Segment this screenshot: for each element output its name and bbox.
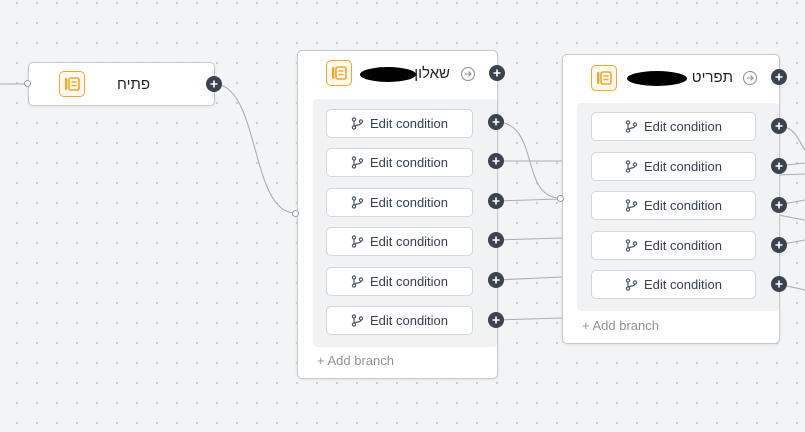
plus-icon [493, 69, 501, 77]
arrow-right-circle-icon[interactable] [743, 71, 757, 85]
plus-icon [492, 118, 500, 126]
plus-icon [492, 316, 500, 324]
condition-label: Edit condition [369, 195, 449, 210]
branch-icon [625, 239, 638, 252]
branch-connector-button[interactable] [488, 272, 504, 288]
questionnaire-input-port[interactable] [292, 210, 299, 217]
branch-connector-button[interactable] [771, 276, 787, 292]
node-title: תפריט [691, 69, 733, 86]
edit-condition-button[interactable]: Edit condition [591, 112, 756, 141]
plus-icon [775, 73, 783, 81]
condition-label: Edit condition [643, 238, 723, 253]
menu-add-connection-button[interactable] [771, 69, 787, 85]
questionnaire-node[interactable]: שאלון Edit condition Edit condition Edit… [297, 50, 498, 379]
edit-condition-button[interactable]: Edit condition [326, 148, 473, 177]
branch-connector-button[interactable] [488, 232, 504, 248]
menu-input-port[interactable] [557, 195, 564, 202]
wire-q6-to-menu [495, 317, 563, 321]
branch-icon [625, 278, 638, 291]
form-icon [326, 60, 352, 86]
condition-label: Edit condition [369, 274, 449, 289]
branch-icon [625, 120, 638, 133]
form-icon [59, 71, 85, 97]
branch-connector-button[interactable] [488, 153, 504, 169]
edit-condition-button[interactable]: Edit condition [326, 188, 473, 217]
branch-icon [625, 160, 638, 173]
plus-icon [775, 280, 783, 288]
branch-icon [351, 196, 364, 209]
edit-condition-button[interactable]: Edit condition [326, 109, 473, 138]
plus-icon [492, 157, 500, 165]
branch-connector-button[interactable] [488, 312, 504, 328]
condition-label: Edit condition [369, 116, 449, 131]
edit-condition-button[interactable]: Edit condition [326, 267, 473, 296]
edit-condition-button[interactable]: Edit condition [591, 152, 756, 181]
wire-q4-to-menu [495, 237, 563, 241]
branch-connector-button[interactable] [771, 158, 787, 174]
plus-icon [775, 241, 783, 249]
add-branch-button[interactable]: + Add branch [317, 353, 394, 368]
redacted-area [360, 67, 416, 82]
branch-icon [351, 156, 364, 169]
branch-icon [351, 117, 364, 130]
edit-condition-button[interactable]: Edit condition [591, 270, 756, 299]
node-title: שאלון [414, 65, 450, 82]
wire-start-to-questionnaire [213, 83, 296, 214]
plus-icon [492, 236, 500, 244]
start-input-port[interactable] [24, 80, 31, 87]
branch-icon [625, 199, 638, 212]
condition-label: Edit condition [643, 198, 723, 213]
edit-condition-button[interactable]: Edit condition [326, 227, 473, 256]
edit-condition-button[interactable]: Edit condition [591, 231, 756, 260]
plus-icon [492, 197, 500, 205]
condition-label: Edit condition [643, 277, 723, 292]
plus-icon [775, 162, 783, 170]
start-add-connection-button[interactable] [206, 76, 222, 92]
wire-q3-to-menu [495, 198, 561, 202]
branch-icon [351, 235, 364, 248]
node-title: פתיח [117, 76, 150, 93]
wire-extra-out-2 [777, 214, 805, 221]
wire-q1-to-menu [495, 121, 561, 199]
branch-connector-button[interactable] [488, 193, 504, 209]
condition-label: Edit condition [643, 119, 723, 134]
edit-condition-button[interactable]: Edit condition [326, 306, 473, 335]
condition-label: Edit condition [369, 155, 449, 170]
form-icon [591, 65, 617, 91]
wire-extra-out-1 [777, 173, 805, 176]
condition-label: Edit condition [643, 159, 723, 174]
branch-connector-button[interactable] [488, 114, 504, 130]
branch-connector-button[interactable] [771, 237, 787, 253]
menu-node[interactable]: תפריט Edit condition Edit condition Edit… [562, 54, 780, 344]
plus-icon [492, 276, 500, 284]
plus-icon [775, 122, 783, 130]
condition-label: Edit condition [369, 234, 449, 249]
condition-label: Edit condition [369, 313, 449, 328]
branch-list: Edit condition Edit condition Edit condi… [577, 103, 779, 311]
redacted-area [627, 71, 687, 86]
wire-q5-to-menu [495, 276, 563, 281]
arrow-right-circle-icon[interactable] [461, 67, 475, 81]
branch-connector-button[interactable] [771, 197, 787, 213]
branch-connector-button[interactable] [771, 118, 787, 134]
branch-icon [351, 314, 364, 327]
edit-condition-button[interactable]: Edit condition [591, 191, 756, 220]
branch-list: Edit condition Edit condition Edit condi… [313, 99, 497, 347]
start-node[interactable]: פתיח [28, 62, 215, 106]
plus-icon [775, 201, 783, 209]
add-branch-button[interactable]: + Add branch [582, 318, 659, 333]
plus-icon [210, 80, 218, 88]
questionnaire-add-connection-button[interactable] [489, 65, 505, 81]
branch-icon [351, 275, 364, 288]
